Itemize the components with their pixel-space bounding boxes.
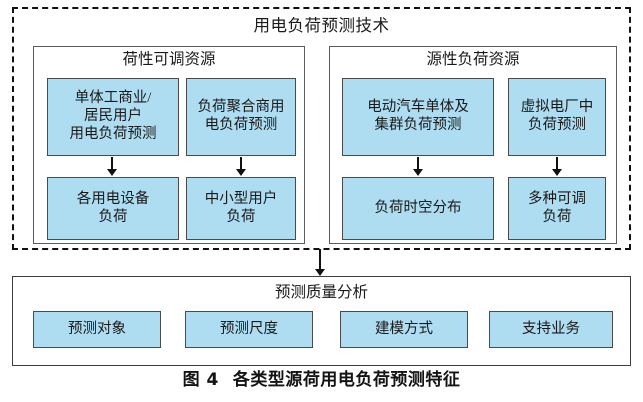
arrow-shaft: [556, 157, 558, 170]
diagram-title: 用电负荷预测技术: [253, 16, 390, 35]
node-single-commercial-residential-forecast[interactable]: 单体工商业/ 居民用户 用电负荷预测: [47, 78, 179, 156]
forecast-quality-analysis-panel: 预测质量分析 预测对象 预测尺度 建模方式 支持业务: [12, 276, 631, 366]
arrow-down-icon: [552, 157, 563, 176]
arrow-head: [107, 169, 117, 176]
arrow-head: [315, 269, 325, 276]
group-panel-source-load-resources: 源性负荷资源 电动汽车单体及 集群负荷预测 虚拟电厂中 负荷预测 负荷时空分布 …: [329, 46, 617, 244]
node-small-medium-user-load[interactable]: 中小型用户 负荷: [186, 177, 296, 240]
node-individual-appliance-load[interactable]: 各用电设备 负荷: [47, 177, 179, 240]
chip-forecast-object[interactable]: 预测对象: [33, 311, 161, 348]
chip-modeling-method[interactable]: 建模方式: [340, 311, 468, 348]
figure-caption-text: 各类型源荷用电负荷预测特征: [232, 370, 461, 390]
figure-number: 图 4: [182, 370, 219, 390]
arrow-down-icon: [236, 157, 247, 176]
arrow-down-icon: [413, 157, 424, 176]
group-panel-load-adjustable-resources: 荷性可调资源 单体工商业/ 居民用户 用电负荷预测 负荷聚合商用 电负荷预测 各…: [33, 46, 305, 244]
group-title-source-load-resources: 源性负荷资源: [426, 51, 520, 68]
arrow-shaft: [417, 157, 419, 170]
group-title-load-adjustable-resources: 荷性可调资源: [122, 51, 216, 68]
arrow-head: [552, 169, 562, 176]
chip-forecast-scale[interactable]: 预测尺度: [185, 311, 313, 348]
chip-supported-business[interactable]: 支持业务: [489, 311, 613, 348]
node-ev-individual-cluster-forecast[interactable]: 电动汽车单体及 集群负荷预测: [342, 78, 494, 156]
forecast-technology-container: 用电负荷预测技术 荷性可调资源 单体工商业/ 居民用户 用电负荷预测 负荷聚合商…: [12, 7, 631, 250]
arrow-head: [413, 169, 423, 176]
node-load-aggregator-forecast[interactable]: 负荷聚合商用 电负荷预测: [186, 78, 296, 156]
node-virtual-power-plant-forecast[interactable]: 虚拟电厂中 负荷预测: [508, 78, 606, 156]
arrow-shaft: [240, 157, 242, 170]
arrow-down-icon-main-connector: [315, 249, 326, 276]
arrow-head: [236, 169, 246, 176]
arrow-shaft: [111, 157, 113, 170]
node-load-spatiotemporal-distribution[interactable]: 负荷时空分布: [342, 177, 494, 240]
arrow-down-icon: [107, 157, 118, 176]
node-multiple-adjustable-loads[interactable]: 多种可调 负荷: [508, 177, 606, 240]
arrow-shaft: [319, 249, 321, 270]
figure-caption: 图 4 各类型源荷用电负荷预测特征: [0, 372, 643, 389]
bottom-panel-title: 预测质量分析: [274, 284, 368, 301]
